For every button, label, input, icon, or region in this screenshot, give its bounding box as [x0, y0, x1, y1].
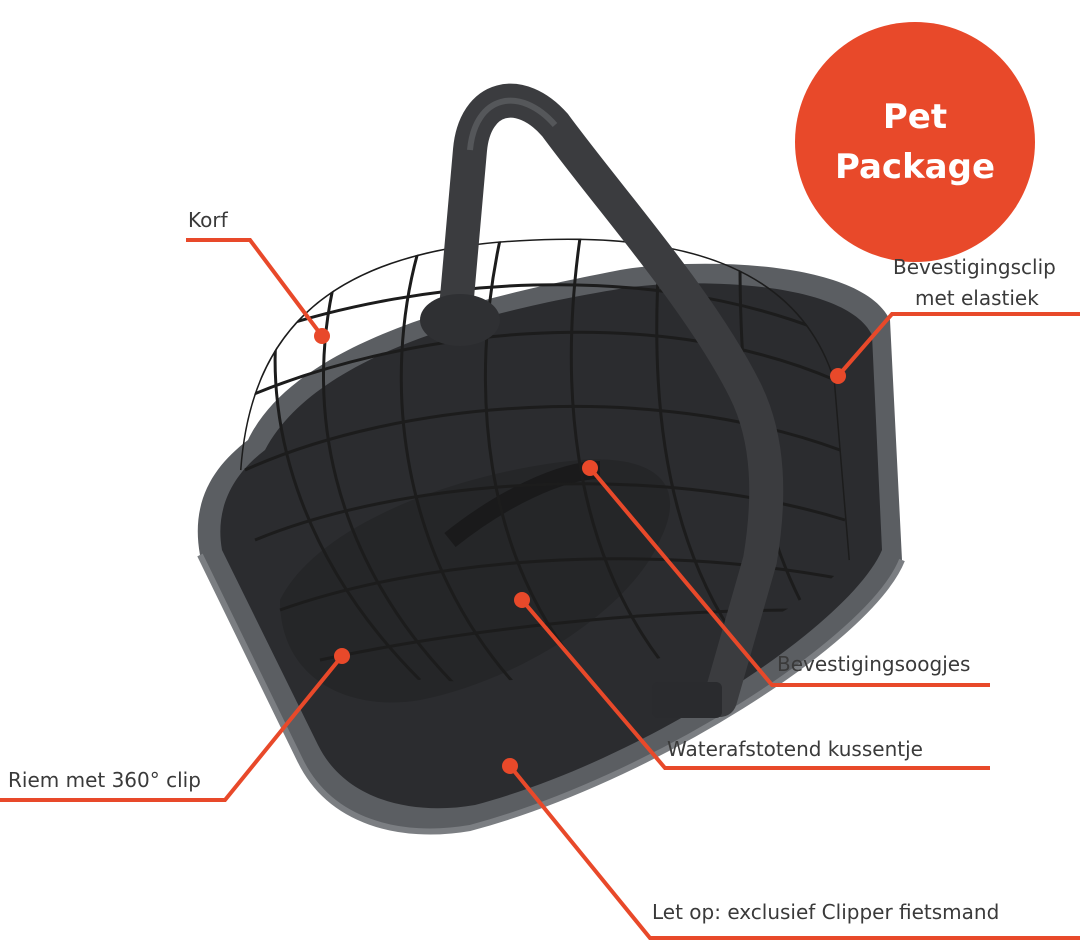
callout-dot-riem	[334, 648, 350, 664]
callout-lines	[0, 238, 1080, 940]
badge-line-2: Package	[834, 147, 996, 187]
callout-dot-korf	[314, 328, 330, 344]
callout-line-riem	[0, 654, 344, 802]
callout-line-korf	[186, 238, 324, 338]
tray-rim-highlight	[197, 553, 905, 835]
callout-dot-kussentje	[514, 592, 530, 608]
callout-label-letop: Let op: exclusief Clipper fietsmand	[652, 900, 1000, 924]
callout-label-oogjes: Bevestigingsoogjes	[777, 652, 971, 676]
callout-label-riem: Riem met 360° clip	[8, 768, 201, 792]
callout-label-korf: Korf	[188, 208, 228, 232]
handle	[420, 83, 784, 718]
callout-label-clip-line-1: Bevestigingsclip	[893, 255, 1056, 279]
callout-dots	[314, 328, 846, 774]
callout-line-clip	[836, 312, 1080, 378]
callout-line-oogjes	[588, 466, 990, 687]
callout-dot-oogjes	[582, 460, 598, 476]
callout-dot-letop	[502, 758, 518, 774]
callout-label-clip-line-2: met elastiek	[915, 286, 1039, 310]
callout-dot-clip	[830, 368, 846, 384]
pet-package-badge: Pet Package	[795, 22, 1035, 262]
badge-line-1: Pet	[882, 97, 948, 137]
callout-line-kussentje	[520, 598, 990, 770]
callout-label-kussentje: Waterafstotend kussentje	[667, 737, 923, 761]
callout-line-letop	[508, 764, 1080, 940]
